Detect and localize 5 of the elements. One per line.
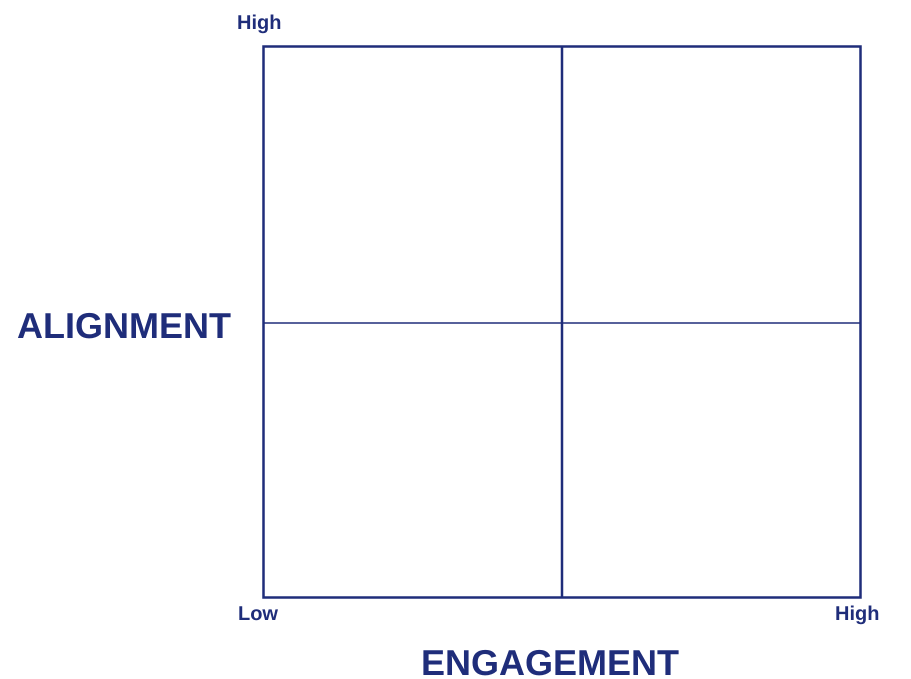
axis-title: ALIGNMENT xyxy=(17,308,231,344)
axis-tick-label: Low xyxy=(238,604,278,624)
axis-tick-label: High xyxy=(835,604,880,624)
axis-tick-label: High xyxy=(237,13,282,33)
axis-title: ENGAGEMENT xyxy=(421,645,680,679)
